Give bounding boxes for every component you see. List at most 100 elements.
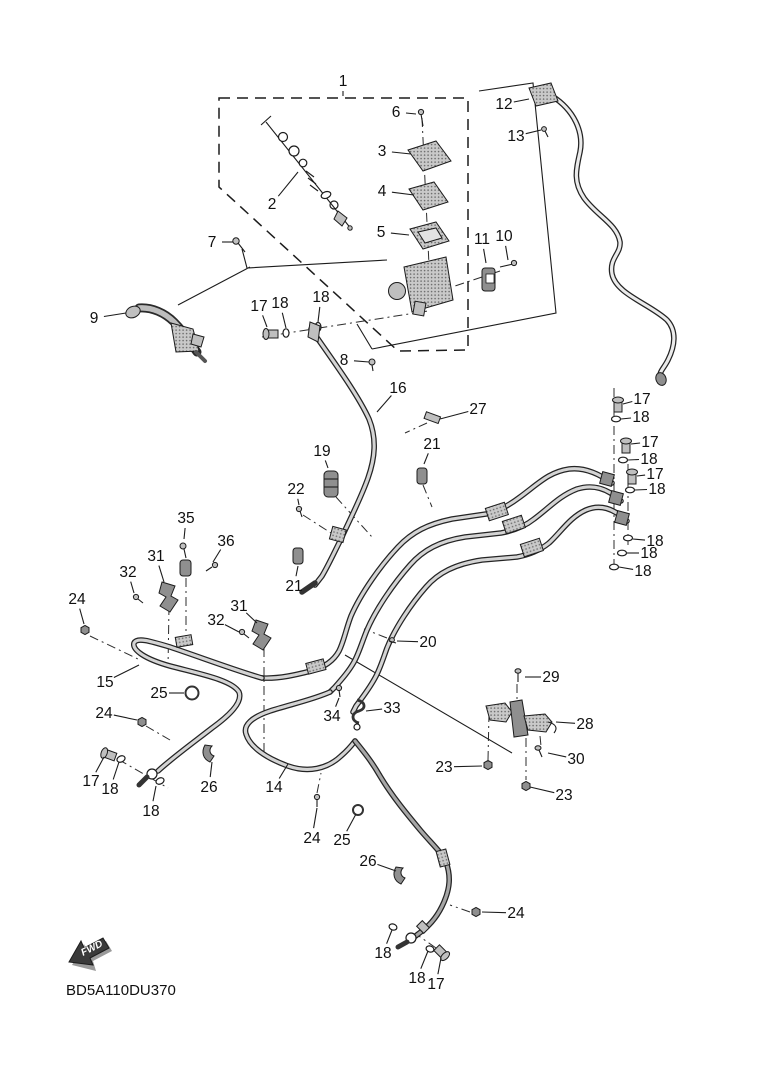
bolt-30 — [534, 745, 543, 758]
rear-bracket-group — [335, 668, 557, 792]
master-cylinder-group-box — [218, 97, 469, 352]
clamp-26 — [202, 744, 215, 763]
callout-31: 31 — [147, 548, 164, 565]
cylinder-body — [403, 256, 454, 313]
callout-leader-3 — [391, 151, 412, 155]
clamp-group-box — [356, 82, 557, 350]
callout-leader-18 — [620, 417, 632, 420]
callout-leader-18 — [112, 761, 120, 780]
hook-33 — [351, 698, 366, 725]
callout-9: 9 — [90, 310, 99, 327]
callout-18: 18 — [374, 945, 391, 962]
callout-leader-18 — [386, 929, 393, 944]
bolt-10 — [499, 259, 518, 268]
clamp-25 — [352, 804, 364, 816]
callout-22: 22 — [287, 481, 304, 498]
callout-27: 27 — [469, 401, 486, 418]
cylinder-outlet — [412, 300, 427, 317]
hose-15-banjo-eye — [146, 768, 158, 780]
callout-leader-26 — [377, 863, 397, 872]
callout-32: 32 — [207, 612, 224, 629]
diaphragm-inner — [417, 227, 443, 244]
nut-23 — [483, 759, 493, 771]
bracket-31 — [158, 581, 179, 613]
bolt-17 — [100, 747, 118, 762]
callout-leader-23 — [453, 765, 483, 768]
callout-leader-18 — [152, 785, 157, 802]
callout-25: 25 — [150, 685, 167, 702]
callout-leader-17 — [622, 400, 633, 405]
callout-26: 26 — [200, 779, 217, 796]
banjo-17-18-top — [262, 321, 322, 343]
callout-24: 24 — [507, 905, 525, 922]
callout-7: 7 — [208, 234, 217, 251]
bolt-7 — [232, 237, 246, 253]
callout-leader-19 — [324, 460, 329, 469]
brake-pipe-middle — [327, 484, 624, 695]
screw-13 — [541, 126, 549, 138]
bolt-35 — [179, 542, 192, 577]
reservoir-port — [388, 282, 406, 300]
callout-leader-18 — [317, 306, 321, 323]
clamp-22-block — [328, 525, 347, 544]
callout-leader-17 — [437, 957, 442, 975]
callout-18: 18 — [408, 970, 425, 987]
hose-16 — [299, 326, 377, 595]
bolt-17 — [433, 944, 451, 962]
nut-24 — [80, 624, 90, 636]
callout-leader-18 — [618, 566, 634, 570]
bolt-34 — [335, 684, 343, 698]
callout-leader-11 — [483, 248, 487, 264]
clamp-25 — [184, 685, 200, 701]
callout-19: 19 — [313, 443, 330, 460]
callout-leader-17 — [95, 756, 105, 773]
bracket-28-left — [485, 702, 513, 723]
callout-8: 8 — [340, 352, 349, 369]
callout-leader-12 — [513, 98, 530, 103]
callout-30: 30 — [567, 751, 585, 768]
callout-leader-15 — [113, 664, 140, 678]
grommet-19 — [323, 470, 339, 498]
callout-6: 6 — [392, 104, 401, 121]
callout-leader-20 — [396, 640, 419, 643]
callout-18: 18 — [632, 409, 649, 426]
screw-6 — [417, 108, 425, 127]
callout-leader-24 — [113, 714, 138, 721]
callout-12: 12 — [495, 96, 512, 113]
callout-17: 17 — [641, 434, 658, 451]
callout-17: 17 — [633, 391, 650, 408]
callout-leader-25 — [346, 813, 357, 832]
callout-3: 3 — [378, 143, 387, 160]
callout-13: 13 — [507, 128, 524, 145]
diaphragm-plate-4 — [408, 181, 449, 211]
screw-22 — [295, 505, 303, 518]
callout-4: 4 — [378, 183, 387, 200]
callout-18: 18 — [142, 803, 159, 820]
bracket-31 — [251, 619, 272, 651]
nut-24 — [137, 716, 147, 728]
nut-24 — [471, 906, 481, 918]
callout-leader-35 — [183, 527, 186, 540]
hose-14 — [242, 689, 358, 773]
screw-36 — [205, 561, 219, 572]
washer-18 — [388, 923, 398, 931]
grommet-21 — [292, 547, 304, 565]
callout-18: 18 — [271, 295, 288, 312]
bolt-29 — [514, 668, 522, 682]
callout-leader-14 — [278, 763, 289, 779]
callout-leader-30 — [547, 752, 567, 758]
callout-35: 35 — [177, 510, 194, 527]
callout-leader-22 — [297, 498, 300, 506]
callout-leader-6 — [405, 112, 417, 115]
lower-left-parts — [80, 624, 215, 785]
callout-24: 24 — [68, 591, 86, 608]
callout-18: 18 — [101, 781, 118, 798]
pipe-union — [305, 658, 327, 675]
hose-fitting — [415, 919, 431, 935]
callout-leader-21 — [295, 565, 299, 577]
callout-15: 15 — [96, 674, 113, 691]
callout-leader-8 — [353, 360, 370, 363]
callout-10: 10 — [495, 228, 513, 245]
callout-leader-13 — [525, 129, 542, 135]
callout-leader-2 — [277, 171, 299, 197]
